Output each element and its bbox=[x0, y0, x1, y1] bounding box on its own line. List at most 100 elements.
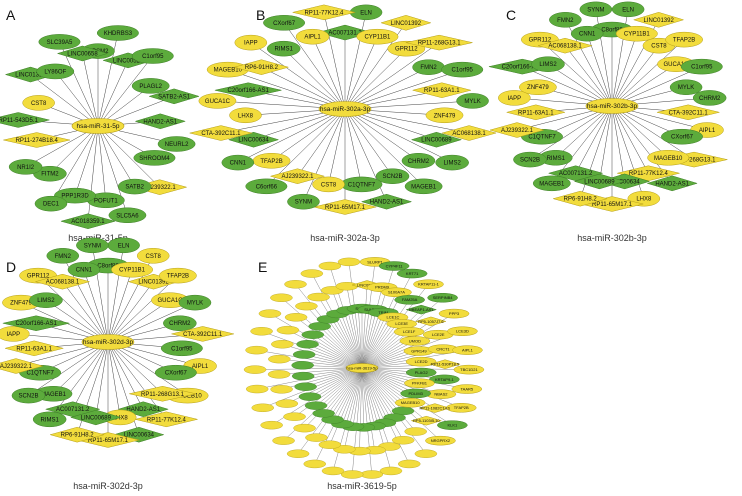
edge bbox=[361, 367, 427, 421]
target-node: CYP11B1 bbox=[356, 28, 399, 45]
node-label: PDLIM3 bbox=[408, 391, 423, 396]
node-label: RIMS1 bbox=[547, 156, 566, 162]
edge bbox=[107, 281, 154, 343]
node-label: FMN2 bbox=[420, 65, 437, 71]
target-nodes: C8orf88ELNCYP11B1CST8LINC01392TFAP2BGUCA… bbox=[0, 237, 234, 448]
edge bbox=[361, 340, 415, 369]
target-node: SCN2B bbox=[513, 151, 547, 168]
target-node-small bbox=[245, 384, 269, 394]
target-node: PDLIM3 bbox=[400, 388, 431, 399]
mrna-ellipse bbox=[394, 398, 426, 408]
mrna-ellipse bbox=[437, 420, 468, 430]
target-nodes: GPSM2KHDRBS3LINC00525C1orf95PLAGL2SATB2-… bbox=[0, 25, 200, 230]
node-label: PLAGL2 bbox=[139, 84, 162, 90]
edge bbox=[227, 69, 346, 110]
node-label: SCN2B bbox=[18, 394, 38, 400]
mrna-ellipse bbox=[396, 268, 428, 279]
node-label: GUCA1C bbox=[158, 298, 184, 304]
edge bbox=[107, 341, 121, 418]
target-node: DEC1 bbox=[34, 195, 68, 212]
node-label: SCN2B bbox=[520, 158, 540, 164]
edge bbox=[347, 310, 363, 369]
edge bbox=[361, 367, 462, 408]
panel-d: Dhsa-miR-302d-3pC8orf88ELNCYP11B1CST8LIN… bbox=[0, 237, 234, 491]
edge bbox=[361, 261, 376, 369]
node-label: LINC01392 bbox=[643, 18, 674, 24]
lncrna-diamond bbox=[129, 386, 196, 402]
mrna-ellipse bbox=[356, 28, 399, 45]
panel-letter: E bbox=[258, 259, 267, 275]
mrna-ellipse bbox=[435, 154, 469, 171]
mrna-ellipse bbox=[108, 207, 147, 224]
node-label: LCE1F bbox=[403, 329, 416, 334]
target-node: AC068138.1 bbox=[537, 37, 593, 54]
hub-label: hsa-miR-302a-3p bbox=[320, 106, 371, 113]
edge bbox=[328, 108, 346, 185]
lncrna-diamond bbox=[415, 316, 447, 327]
target-node: NBEAP1-AS1 bbox=[405, 304, 438, 315]
hub-node: hsa-miR-302d-3p bbox=[81, 334, 135, 350]
node-label: RP11-530P18.5 bbox=[431, 362, 460, 367]
target-node-small bbox=[341, 470, 364, 479]
node-label: C1orf95 bbox=[142, 54, 164, 60]
target-node: ELN bbox=[611, 1, 645, 18]
hub-node: hsa-miR-302b-3p bbox=[585, 98, 639, 114]
edge bbox=[361, 367, 404, 441]
target-node: CST8 bbox=[22, 95, 55, 111]
node-label: RP11-77K12.4 bbox=[629, 171, 669, 177]
target-node: HAND2-AS1 bbox=[134, 113, 187, 130]
node-label: NBAS2 bbox=[434, 392, 448, 397]
mrna-ellipse bbox=[669, 79, 703, 95]
edge bbox=[586, 33, 613, 107]
node-label: CHRM2 bbox=[699, 96, 721, 102]
target-node: CYP11B1 bbox=[615, 25, 658, 42]
mrna-ellipse bbox=[532, 175, 571, 192]
edge bbox=[522, 66, 613, 107]
lncrna-diamond bbox=[113, 426, 165, 443]
node-label: RP11-63A1.1 bbox=[424, 88, 460, 94]
target-node: C1orf95 bbox=[160, 340, 203, 357]
edge bbox=[344, 12, 367, 110]
target-node: GPR149 bbox=[403, 346, 435, 356]
edge bbox=[282, 344, 363, 369]
hub-ellipse bbox=[81, 334, 135, 350]
mrna-ellipse bbox=[136, 248, 170, 264]
target-node: SCN2B bbox=[375, 168, 410, 184]
target-node: CNN1 bbox=[221, 154, 255, 171]
node-label: CYP11B1 bbox=[624, 32, 651, 38]
node-label: RP11-63A1.1 bbox=[16, 346, 52, 352]
panel-letter: A bbox=[6, 7, 16, 23]
target-node: CTA-392C11.1 bbox=[171, 326, 234, 342]
edge bbox=[529, 105, 613, 160]
edge bbox=[361, 287, 383, 369]
target-node: IAPP bbox=[234, 34, 268, 51]
node-label: S100A7A bbox=[388, 290, 405, 295]
node-label: RP6-91H8.2 bbox=[61, 433, 95, 439]
mrna-ellipse bbox=[157, 136, 196, 152]
edge bbox=[304, 367, 363, 429]
target-node-small bbox=[300, 269, 324, 278]
target-node: LINC01392 bbox=[632, 12, 685, 28]
hub-node: hsa-miR-302a-3p bbox=[318, 101, 372, 117]
target-node: CST8 bbox=[136, 248, 170, 264]
target-node: C6orf66 bbox=[245, 178, 288, 195]
target-node-small bbox=[272, 436, 295, 445]
target-node: C20orf166-AS1 bbox=[2, 315, 70, 331]
mrna-ellipse bbox=[394, 295, 425, 305]
edge bbox=[361, 309, 422, 369]
target-node-small bbox=[392, 436, 415, 445]
target-node-small bbox=[270, 385, 293, 394]
lncrna-diamond bbox=[60, 213, 116, 230]
node-label: ZNF479 bbox=[527, 85, 549, 91]
node-label: C20orf166-AS1 bbox=[502, 65, 544, 71]
mrna-ellipse bbox=[531, 56, 565, 72]
node-label: CNN1 bbox=[579, 32, 596, 38]
panel-e: Ehsa-miR-3619-5pSOX2ALINC00326SLURP1SULT… bbox=[243, 257, 485, 491]
lncrna-diamond bbox=[0, 358, 44, 374]
edge bbox=[74, 125, 99, 196]
node-label: LINC00634 bbox=[238, 138, 269, 144]
target-node: KLK1 bbox=[437, 420, 468, 430]
target-node: CHRM2 bbox=[401, 153, 436, 169]
node-label: TFAP2B bbox=[673, 38, 695, 44]
target-node-small bbox=[284, 313, 308, 322]
